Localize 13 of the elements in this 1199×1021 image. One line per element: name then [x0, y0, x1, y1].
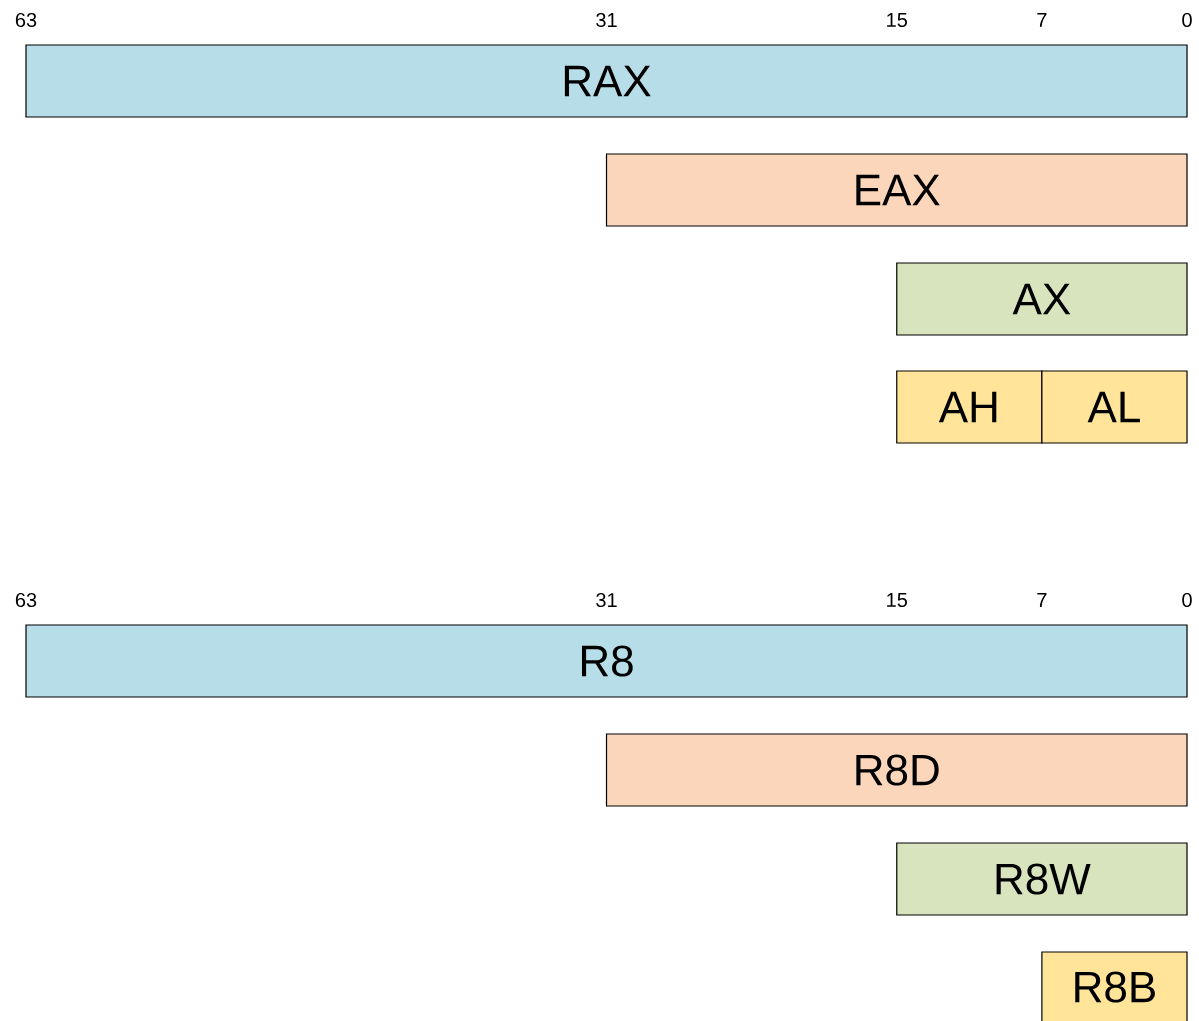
register-box: R8D — [605, 733, 1188, 807]
bit-number: 0 — [1182, 12, 1192, 28]
bit-number: 63 — [15, 592, 37, 608]
bit-number: 0 — [1182, 592, 1192, 608]
register-box: EAX — [605, 153, 1188, 227]
register-box: AL — [1041, 370, 1188, 444]
register-box: R8W — [896, 842, 1188, 916]
bit-number: 63 — [15, 12, 37, 28]
register-box: AH — [896, 370, 1043, 444]
register-box: RAX — [25, 44, 1188, 118]
register-box: R8B — [1041, 951, 1188, 1021]
register-box: AX — [896, 262, 1188, 336]
register-box: R8 — [25, 624, 1188, 698]
